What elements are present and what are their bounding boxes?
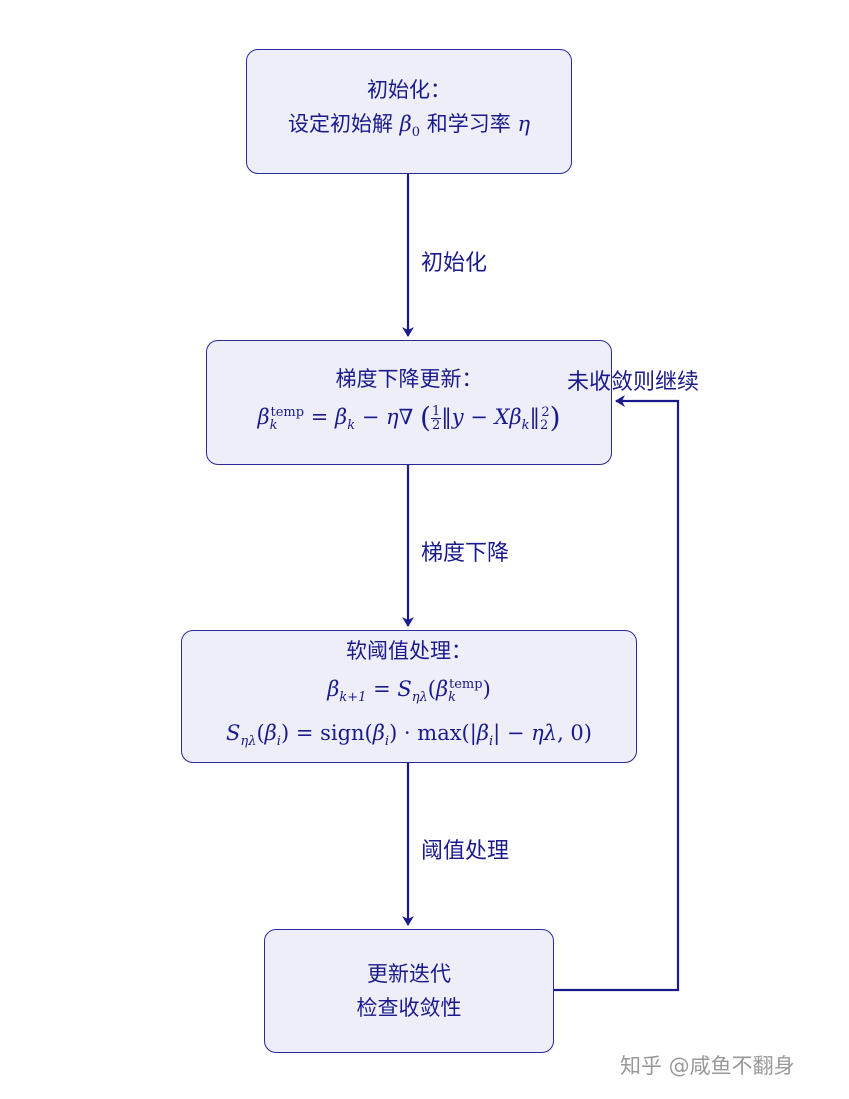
init-text-mid: 和学习率 — [426, 111, 511, 136]
threshold-formula-1: βk+1 = Sηλ(βktemp) — [327, 677, 491, 706]
eta-symbol: η — [517, 111, 531, 136]
beta-subscript: 0 — [411, 125, 421, 141]
edge-label-init: 初始化 — [421, 251, 488, 276]
update-line-1: 更新迭代 — [367, 962, 451, 986]
init-text: 设定初始解 β0 和学习率 η — [288, 107, 530, 150]
init-title: 初始化： — [367, 77, 451, 102]
init-text-prefix: 设定初始解 — [287, 111, 393, 136]
beta-symbol: β0 — [399, 111, 420, 140]
threshold-node: 软阈值处理： βk+1 = Sηλ(βktemp) Sηλ(βi) = sign… — [181, 630, 637, 763]
update-line-2: 检查收敛性 — [356, 996, 462, 1020]
init-node: 初始化： 设定初始解 β0 和学习率 η — [246, 49, 572, 174]
watermark: 知乎 @咸鱼不翻身 — [620, 1054, 795, 1078]
threshold-title: 软阈值处理： — [346, 639, 472, 664]
edge-label-gradient: 梯度下降 — [421, 541, 510, 566]
arrow-loop-back — [554, 395, 680, 992]
gradient-title: 梯度下降更新： — [335, 366, 483, 391]
beta-glyph: β — [399, 111, 412, 136]
threshold-formula-2: Sηλ(βi) = sign(βi) · max(|βi| − ηλ, 0) — [226, 720, 592, 749]
edge-label-loop: 未收敛则继续 — [567, 370, 700, 395]
edge-label-threshold: 阈值处理 — [421, 839, 510, 864]
update-node: 更新迭代 检查收敛性 — [264, 929, 554, 1053]
